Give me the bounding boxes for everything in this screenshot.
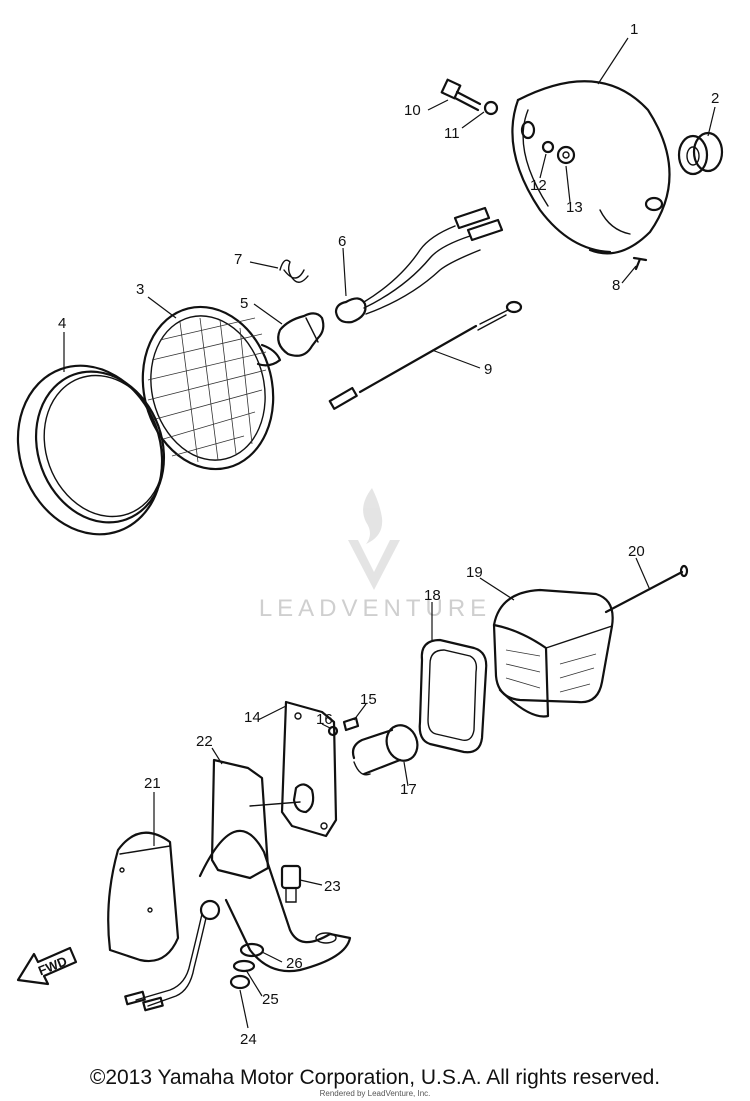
part-12-washer [541, 140, 555, 154]
part-21-reflector [107, 831, 180, 963]
callout-15: 15 [360, 691, 377, 708]
part-7-spring-clip [279, 259, 309, 283]
copyright-notice: ©2013 Yamaha Motor Corporation, U.S.A. A… [89, 1066, 661, 1089]
callout-13: 13 [566, 199, 583, 216]
callout-22: 22 [196, 733, 213, 750]
part-16-washer [327, 725, 339, 737]
part-22-stay [198, 758, 352, 973]
callout-20: 20 [628, 543, 645, 560]
callout-25: 25 [262, 991, 279, 1008]
callout-4: 4 [58, 315, 66, 332]
callout-17: 17 [400, 781, 417, 798]
part-26-nut [239, 942, 265, 958]
fwd-arrow-icon: FWD [16, 946, 78, 986]
callout-26: 26 [286, 955, 303, 972]
callout-16: 16 [316, 711, 333, 728]
part-24-nut [229, 974, 251, 990]
part-14-plate [280, 700, 338, 838]
part-3-sealed-beam [141, 305, 282, 471]
part-25-washer [232, 959, 256, 973]
render-credit: Rendered by LeadVenture, Inc. [319, 1089, 431, 1098]
leader-lines [63, 37, 716, 1029]
part-6-wire-harness [334, 206, 504, 324]
tail-wire-harness [124, 899, 221, 1012]
part-11-washer [483, 100, 499, 116]
part-15-screw [342, 716, 360, 732]
part-8-screw [632, 256, 648, 271]
callout-19: 19 [466, 564, 483, 581]
part-4-rim [16, 364, 166, 536]
callout-labels: 1 2 3 4 5 6 7 8 9 10 11 12 13 14 15 16 1… [58, 21, 719, 1048]
callout-10: 10 [404, 102, 421, 119]
part-2-grommet [677, 131, 724, 176]
callout-9: 9 [484, 361, 492, 378]
callout-2: 2 [711, 90, 719, 107]
callout-24: 24 [240, 1031, 257, 1048]
part-18-gasket [418, 638, 488, 754]
callout-7: 7 [234, 251, 242, 268]
callout-8: 8 [612, 277, 620, 294]
callout-12: 12 [530, 177, 547, 194]
watermark-text: LEADVENTURE [259, 595, 491, 622]
callout-6: 6 [338, 233, 346, 250]
fwd-label: FWD [36, 953, 69, 978]
part-17-tail-bulb [351, 724, 419, 776]
callout-23: 23 [324, 878, 341, 895]
callout-3: 3 [136, 281, 144, 298]
callout-21: 21 [144, 775, 161, 792]
part-9-cord [328, 300, 523, 410]
callout-5: 5 [240, 295, 248, 312]
part-10-bolt [440, 78, 482, 112]
part-20-screw [604, 564, 689, 614]
callout-11: 11 [444, 125, 460, 142]
part-23-bolt [280, 864, 302, 903]
watermark-logo [348, 488, 400, 590]
callout-18: 18 [424, 587, 441, 604]
part-1-headlight-body [511, 80, 671, 255]
part-19-tail-lens [492, 588, 614, 718]
part-5-bulb [277, 312, 325, 357]
callout-1: 1 [630, 21, 638, 38]
callout-14: 14 [244, 709, 261, 726]
part-13-nut [556, 145, 576, 165]
